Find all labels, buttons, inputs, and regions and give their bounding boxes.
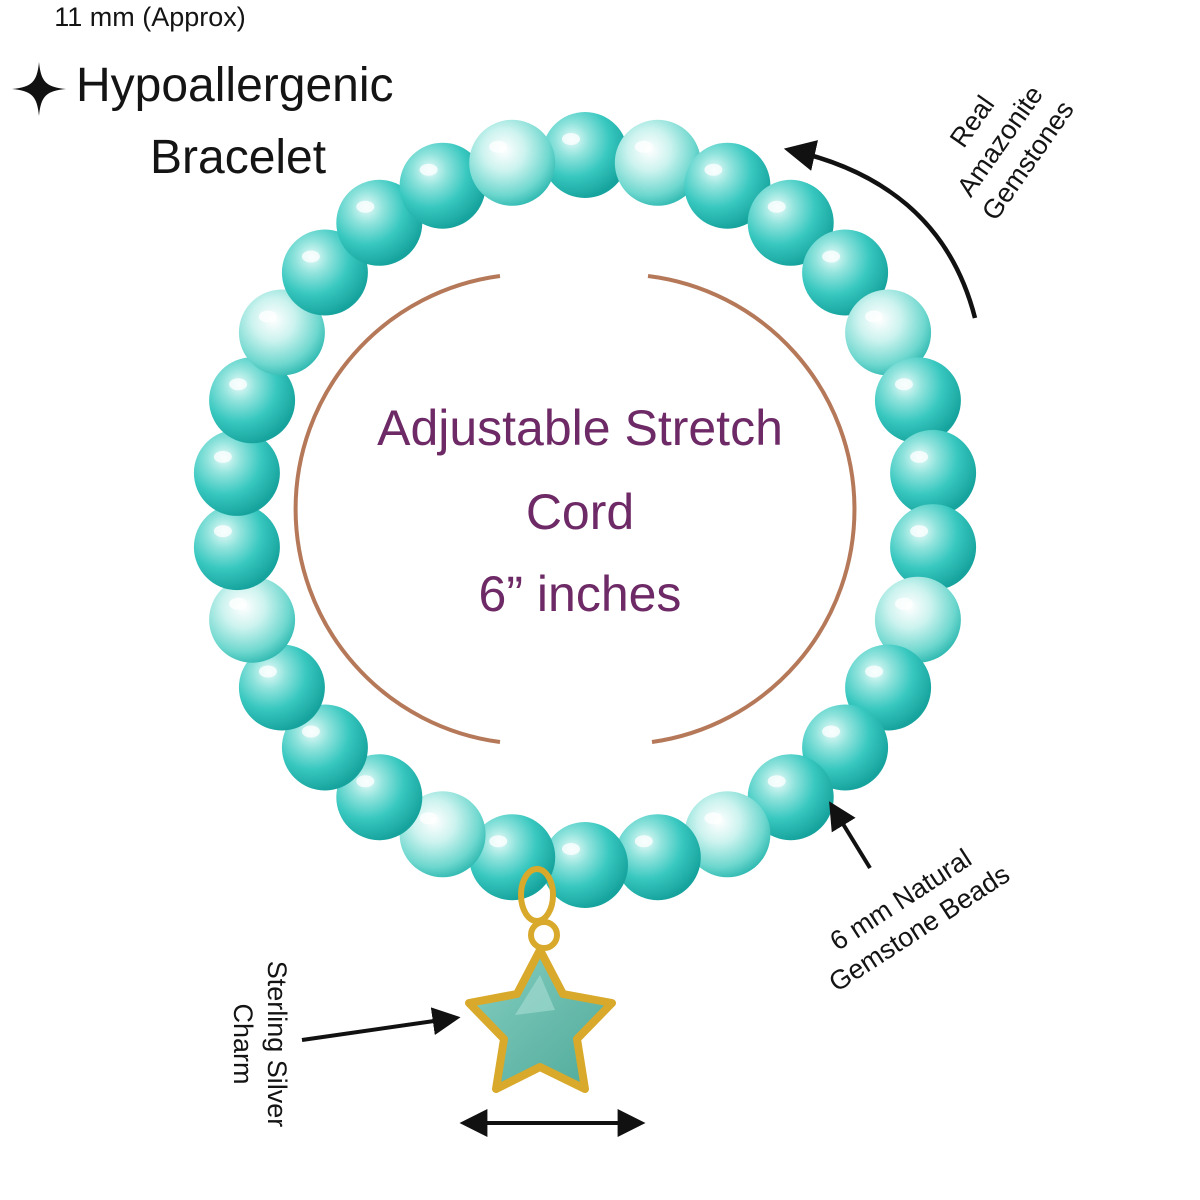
bead xyxy=(802,229,889,316)
bead xyxy=(542,112,628,198)
bead xyxy=(890,504,977,591)
bead-highlight xyxy=(419,163,438,176)
charm-arrow xyxy=(301,1007,461,1042)
bead-highlight xyxy=(301,250,320,263)
bead xyxy=(193,504,280,591)
bead-highlight xyxy=(258,310,277,323)
bead xyxy=(747,754,834,841)
center-heading-line-2: Cord xyxy=(525,484,635,540)
stretch-cord-arc-right xyxy=(647,274,857,744)
center-heading-line-1: Adjustable Stretch xyxy=(377,400,783,456)
star-charm xyxy=(465,866,616,1093)
bead xyxy=(802,704,889,791)
bead-highlight xyxy=(489,140,508,153)
bead-highlight xyxy=(865,665,884,678)
bead-highlight xyxy=(229,597,248,610)
bead xyxy=(614,814,701,901)
bead xyxy=(281,229,368,316)
bead-highlight xyxy=(562,843,580,855)
bead xyxy=(542,822,628,908)
bead xyxy=(399,142,486,229)
charm-callout-line-1: Sterling Silver xyxy=(262,960,292,1128)
bead-highlight xyxy=(356,200,375,213)
bead-highlight xyxy=(213,450,232,463)
charm-callout-line-2: Charm xyxy=(228,1003,258,1085)
star-shine xyxy=(515,975,555,1015)
bead-highlight xyxy=(258,665,277,678)
bead-highlight xyxy=(894,597,913,610)
bead-highlight xyxy=(634,140,653,153)
star-pendant xyxy=(465,946,616,1093)
bead xyxy=(684,142,771,229)
bead-highlight xyxy=(865,310,884,323)
bead-highlight xyxy=(634,835,653,848)
bead xyxy=(193,429,280,516)
bead xyxy=(238,644,325,731)
bead-highlight xyxy=(767,775,786,788)
bead-highlight xyxy=(822,725,841,738)
bead-highlight xyxy=(704,163,723,176)
bead-ring xyxy=(193,112,977,908)
bead xyxy=(209,357,296,444)
bead xyxy=(469,814,556,901)
bead-highlight xyxy=(489,835,508,848)
bead-highlight xyxy=(356,775,375,788)
bead-highlight xyxy=(213,525,232,538)
bead xyxy=(399,791,486,878)
bead-highlight xyxy=(910,450,929,463)
title-line-2: Bracelet xyxy=(150,131,327,184)
bead xyxy=(336,179,423,266)
gemstone-arrow xyxy=(783,140,978,319)
bead xyxy=(614,119,701,206)
bead-highlight xyxy=(894,378,913,391)
bead xyxy=(469,119,556,206)
bead-highlight xyxy=(419,812,438,825)
bead xyxy=(238,289,325,376)
bead-highlight xyxy=(822,250,841,263)
bead xyxy=(845,644,932,731)
charm-size-label: 11 mm (Approx) xyxy=(54,2,246,32)
stretch-cord-arc-left xyxy=(293,274,501,744)
bead xyxy=(874,576,961,663)
bead xyxy=(845,289,932,376)
center-heading-line-3: 6” inches xyxy=(478,566,682,622)
title-line-1: Hypoallergenic xyxy=(76,59,394,112)
bead xyxy=(747,179,834,266)
bead xyxy=(336,754,423,841)
charm-bail xyxy=(528,919,560,951)
bead xyxy=(684,791,771,878)
beads-arrow xyxy=(829,801,872,870)
bead-highlight xyxy=(910,525,929,538)
charm-callout: Sterling Silver Charm xyxy=(226,924,294,1164)
bead-highlight xyxy=(301,725,320,738)
bead xyxy=(209,576,296,663)
bead-highlight xyxy=(562,133,580,145)
bead xyxy=(281,704,368,791)
bead-highlight xyxy=(704,812,723,825)
bead-highlight xyxy=(767,200,786,213)
bead xyxy=(890,429,977,516)
bead xyxy=(874,357,961,444)
bead-highlight xyxy=(229,378,248,391)
four-point-star-icon xyxy=(12,62,66,116)
